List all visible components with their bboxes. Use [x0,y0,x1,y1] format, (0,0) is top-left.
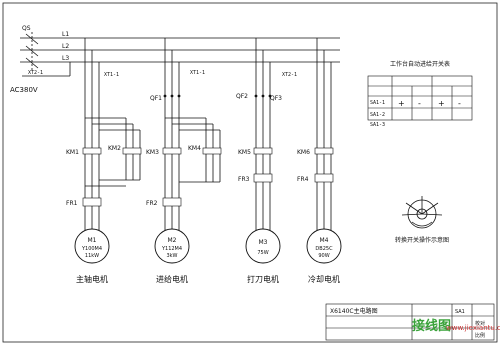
switch-table-title: 工作台自动进给开关表 [390,60,450,68]
motor-m2-power: 3kW [166,253,177,259]
motor-m3-name: 打刀电机 [247,274,279,284]
title-cell-2: 校对 [475,320,485,327]
motor-m2-tag: M2 [168,237,177,244]
supply-voltage: AC380V [10,86,38,94]
motor-m4-power: 90W [318,253,329,259]
motor-m2-model: Y112M4 [161,246,182,252]
selector-dial [401,196,443,229]
contactor-km3: KM3 [146,149,159,156]
motor-m1-model: Y100M4 [81,246,102,252]
main-switch [20,32,60,72]
wire-label-3: XT2-1 [282,72,297,78]
motor-m4-tag: M4 [320,237,329,244]
main-bus [22,37,340,77]
motor-m1: M1 Y100M4 11kW 主轴电机 [74,228,110,284]
watermark-logo: 接线图 [412,318,451,334]
motor-m4: M4 DB25C 90W 冷却电机 [306,228,342,284]
switch-table-row-2: SA1-2 [370,112,385,118]
title-block [325,303,495,341]
breaker-qf3: QF3 [270,95,282,102]
wire-label-1: XT1-1 [104,72,119,78]
switch-table-row-1: SA1-1 [370,100,385,106]
switch-table-mark-4: - [458,99,461,108]
contactor-km1: KM1 [66,149,79,156]
ground-label: XT2-1 [28,70,43,76]
contactor-km2: KM2 [108,145,121,152]
breaker-qf1: QF1 [150,95,162,102]
motor-m1-tag: M1 [88,237,97,244]
motor-m4-name: 冷却电机 [308,274,340,284]
motor-m2-name: 进给电机 [156,274,188,284]
motor-m3-power: 75W [257,250,268,256]
relay-fr1: FR1 [66,200,78,207]
switch-table [367,75,473,121]
title-cell-3: 比例 [475,332,485,339]
contactor-km6: KM6 [297,149,310,156]
switch-table-mark-1: + [398,99,405,108]
drawing-title: X6140C主电路图 [330,307,378,315]
branch-wiring [84,38,332,232]
motor-m1-power: 11kW [85,253,99,259]
switch-table-mark-2: - [418,99,421,108]
motor-m3: M3 75W 打刀电机 [245,228,281,284]
switch-table-row-3: SA1-3 [370,122,385,128]
phase-label-l1: L1 [62,31,69,38]
relay-fr4: FR4 [297,176,309,183]
switch-table-mark-3: + [438,99,445,108]
relay-fr3: FR3 [238,176,250,183]
title-cell-1: SA1 [455,309,465,315]
selector-caption: 转换开关操作示意图 [395,236,449,244]
phase-label-l3: L3 [62,55,69,62]
breaker-qf2: QF2 [236,93,248,100]
motor-m1-name: 主轴电机 [76,274,108,284]
main-switch-label: QS [22,25,31,32]
contactor-contacts [82,147,334,155]
branch-breakers [163,94,272,98]
watermark-site: www.jiexiantu.com [446,324,500,332]
contactor-km4: KM4 [188,145,201,152]
contactor-km5: KM5 [238,149,251,156]
motor-m3-tag: M3 [259,239,268,246]
wire-label-2: XT1-1 [190,70,205,76]
thermal-relays [82,173,334,207]
motor-m2: M2 Y112M4 3kW 进给电机 [154,228,190,284]
motor-m4-model: DB25C [315,246,333,252]
relay-fr2: FR2 [146,200,158,207]
phase-label-l2: L2 [62,43,69,50]
